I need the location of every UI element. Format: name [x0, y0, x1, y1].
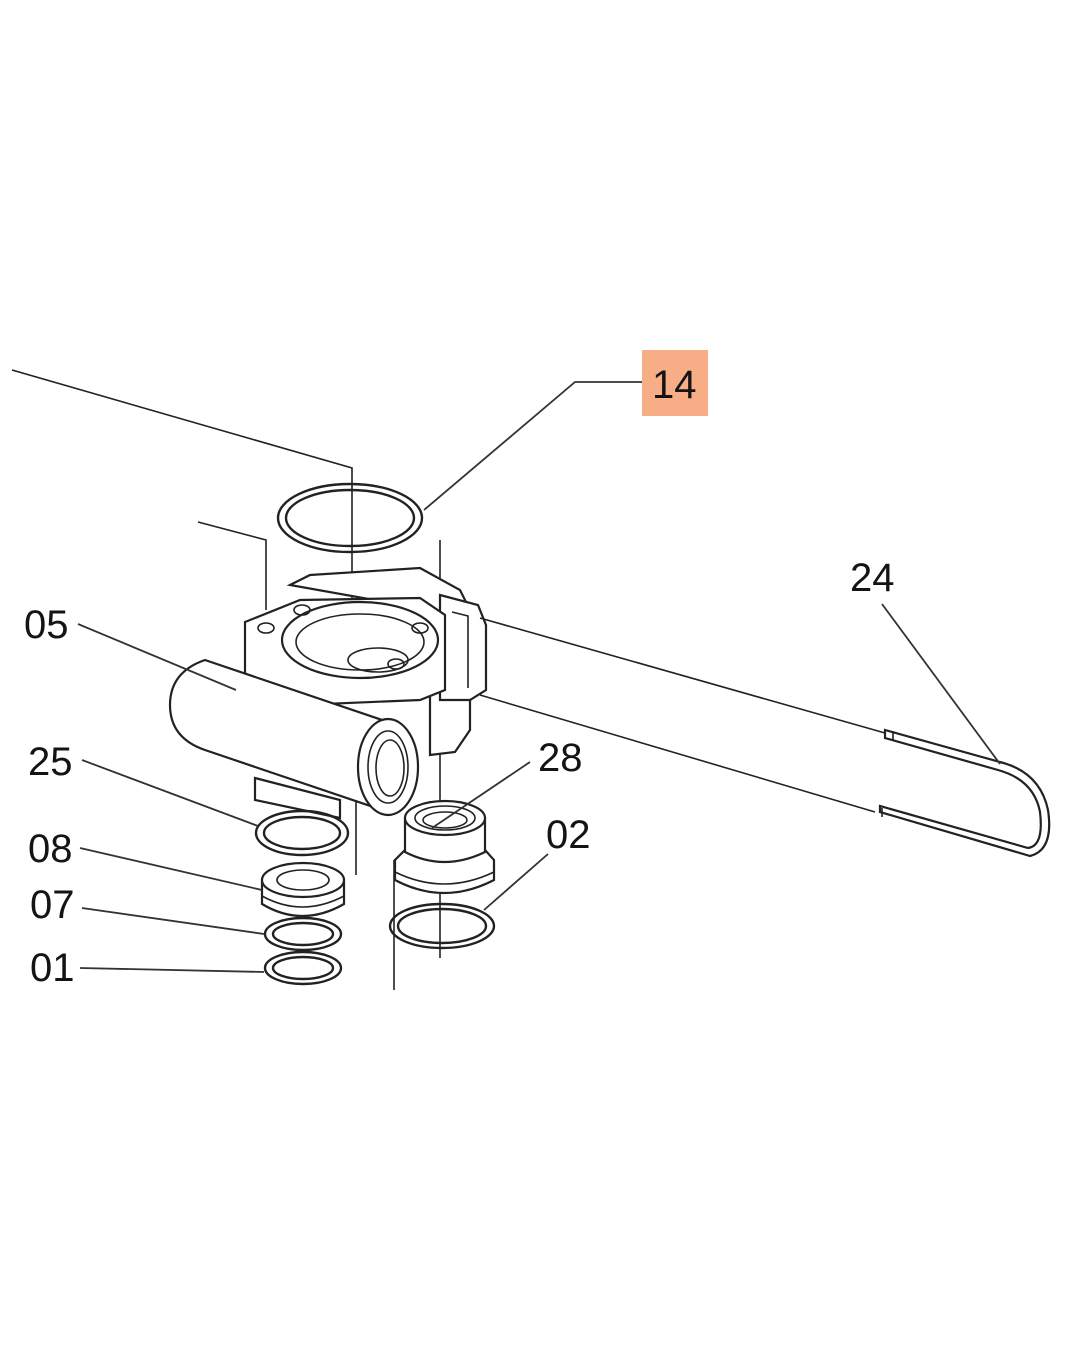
tube-24 — [479, 617, 1051, 858]
callout-01[interactable]: 01 — [30, 946, 75, 990]
leader-25 — [81, 759, 259, 827]
guide-line-left — [197, 521, 267, 610]
leader-01 — [79, 967, 265, 973]
valve-body-05 — [168, 566, 488, 820]
callout-14[interactable]: 14 — [652, 363, 697, 407]
leader-24 — [881, 603, 1001, 765]
o-ring-25 — [254, 809, 350, 857]
o-ring-14 — [276, 482, 424, 554]
callout-28[interactable]: 28 — [538, 736, 583, 780]
bushing-08 — [260, 861, 346, 918]
leader-05 — [77, 623, 237, 691]
leader-02 — [483, 853, 549, 911]
leader-28 — [431, 761, 531, 829]
leader-14 — [423, 381, 642, 511]
callout-14-highlight — [642, 350, 708, 416]
callout-07[interactable]: 07 — [30, 883, 75, 927]
o-ring-02 — [388, 902, 496, 950]
o-ring-01 — [263, 950, 343, 986]
callout-02[interactable]: 02 — [546, 813, 591, 857]
leader-07 — [81, 907, 265, 935]
callout-08[interactable]: 08 — [28, 827, 73, 871]
fitting-28 — [393, 799, 496, 894]
callout-25[interactable]: 25 — [28, 740, 73, 784]
callout-05[interactable]: 05 — [24, 603, 69, 647]
leader-08 — [79, 847, 263, 891]
o-ring-07 — [263, 916, 343, 952]
callout-24[interactable]: 24 — [850, 556, 895, 600]
